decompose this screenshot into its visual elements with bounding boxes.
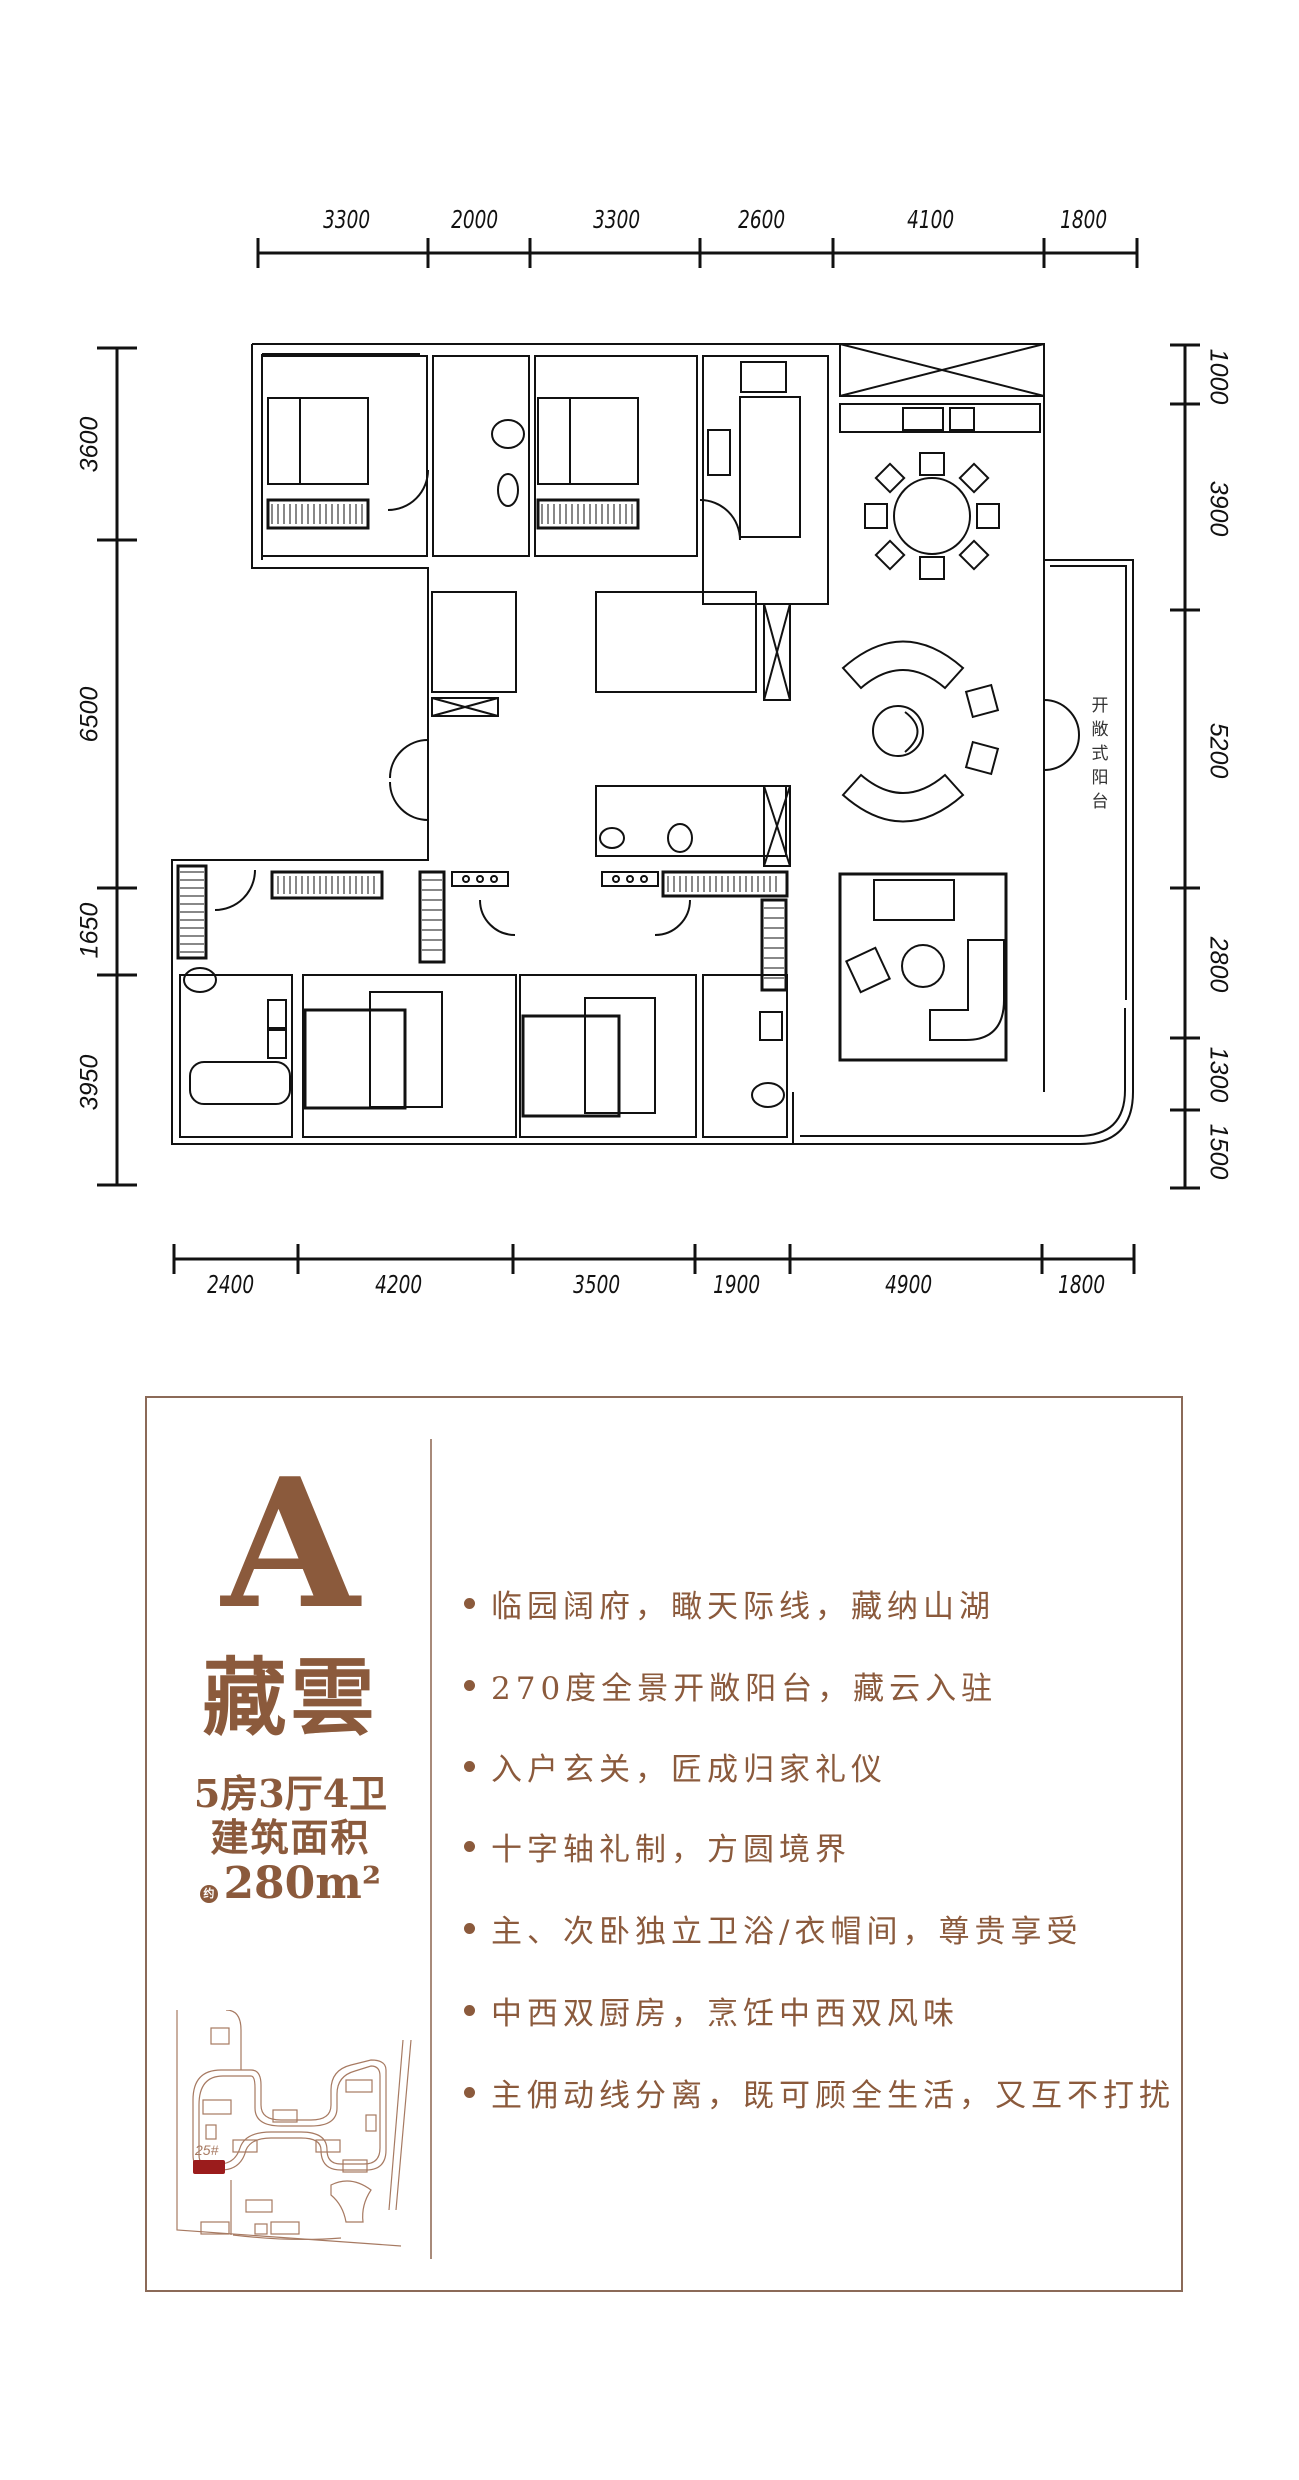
dimension-label: 1300 (1204, 1046, 1233, 1103)
balcony-label-char: 阳 (1091, 768, 1109, 788)
balcony-label-char: 敞 (1091, 720, 1109, 740)
feature-item: 主佣动线分离，既可顾全生活，又互不打扰 (464, 2072, 1175, 2114)
feature-text: 入户玄关，匠成归家礼仪 (491, 1751, 887, 1788)
dimension-label: 2600 (738, 205, 786, 234)
dimension-label: 2400 (207, 1270, 255, 1299)
bullet-icon (464, 1840, 475, 1852)
dimension-label: 1650 (75, 902, 104, 959)
dimension-label: 6500 (75, 686, 104, 743)
feature-text: 主、次卧独立卫浴/衣帽间，尊贵享受 (491, 1913, 1083, 1950)
dimension-label: 2800 (1204, 936, 1233, 993)
site-plan-map: 25# (176, 2010, 412, 2247)
floor-plan: 3300 2000 3300 2600 4100 1800 2400 4200 … (75, 205, 1233, 1299)
dimension-label: 1800 (1058, 1270, 1106, 1299)
dimension-label: 4900 (885, 1270, 933, 1299)
area-value: 280m² (223, 1858, 382, 1909)
balcony-label-char: 式 (1091, 744, 1109, 764)
feature-item: 临园阔府，瞰天际线，藏纳山湖 (464, 1583, 995, 1625)
dimension-label: 4100 (907, 205, 955, 234)
area-value-row: 约 280m² (147, 1860, 434, 1917)
highlighted-building (193, 2160, 225, 2174)
feature-item: 270度全景开敞阳台，藏云入驻 (464, 1665, 998, 1707)
balcony-label: 开 敞 式 阳 台 (1088, 694, 1112, 814)
dimension-label: 3500 (573, 1270, 621, 1299)
feature-item: 主、次卧独立卫浴/衣帽间，尊贵享受 (464, 1908, 1083, 1950)
feature-text: 主佣动线分离，既可顾全生活，又互不打扰 (491, 2077, 1175, 2114)
area-label: 建筑面积 (210, 1815, 371, 1860)
bullet-icon (464, 2086, 475, 2098)
dimension-label: 4200 (375, 1270, 423, 1299)
panel-divider (430, 1439, 432, 2259)
feature-text: 中西双厨房，烹饪中西双风味 (491, 1995, 959, 2032)
unit-layout: 5房3厅4卫 (193, 1771, 388, 1816)
dimension-label: 1900 (713, 1270, 761, 1299)
dimension-label: 3900 (1204, 480, 1233, 537)
info-panel: A 藏雲 5房3厅4卫 建筑面积 约 280m² 25# (145, 1396, 1183, 2292)
dimension-label: 3300 (323, 205, 371, 234)
feature-item: 中西双厨房，烹饪中西双风味 (464, 1990, 959, 2032)
unit-type-name: 藏雲 (202, 1648, 379, 1747)
balcony-label-char: 台 (1091, 792, 1109, 812)
bullet-icon (464, 2004, 475, 2016)
feature-text: 临园阔府，瞰天际线，藏纳山湖 (491, 1588, 995, 1625)
feature-text: 270度全景开敞阳台，藏云入驻 (491, 1670, 998, 1707)
unit-type-letter: A (221, 1439, 360, 1648)
feature-text: 十字轴礼制，方圆境界 (491, 1831, 851, 1868)
feature-item: 十字轴礼制，方圆境界 (464, 1826, 851, 1868)
bullet-icon (464, 1760, 475, 1772)
dimension-label: 2000 (451, 205, 499, 234)
dimension-label: 1000 (1204, 348, 1233, 405)
dimension-label: 3300 (593, 205, 641, 234)
dimension-label: 3950 (75, 1054, 104, 1111)
dimension-label: 5200 (1204, 722, 1233, 779)
area-prefix-badge: 约 (199, 1884, 218, 1903)
bullet-icon (464, 1679, 475, 1691)
feature-item: 入户玄关，匠成归家礼仪 (464, 1746, 887, 1788)
dimension-lines (97, 238, 1200, 1274)
dimension-label: 3600 (75, 416, 104, 473)
dimension-label: 1500 (1204, 1123, 1233, 1180)
bullet-icon (464, 1597, 475, 1609)
building-number: 25# (194, 2142, 219, 2158)
balcony-label-char: 开 (1091, 696, 1109, 716)
dimension-label: 1800 (1060, 205, 1108, 234)
bullet-icon (464, 1922, 475, 1934)
